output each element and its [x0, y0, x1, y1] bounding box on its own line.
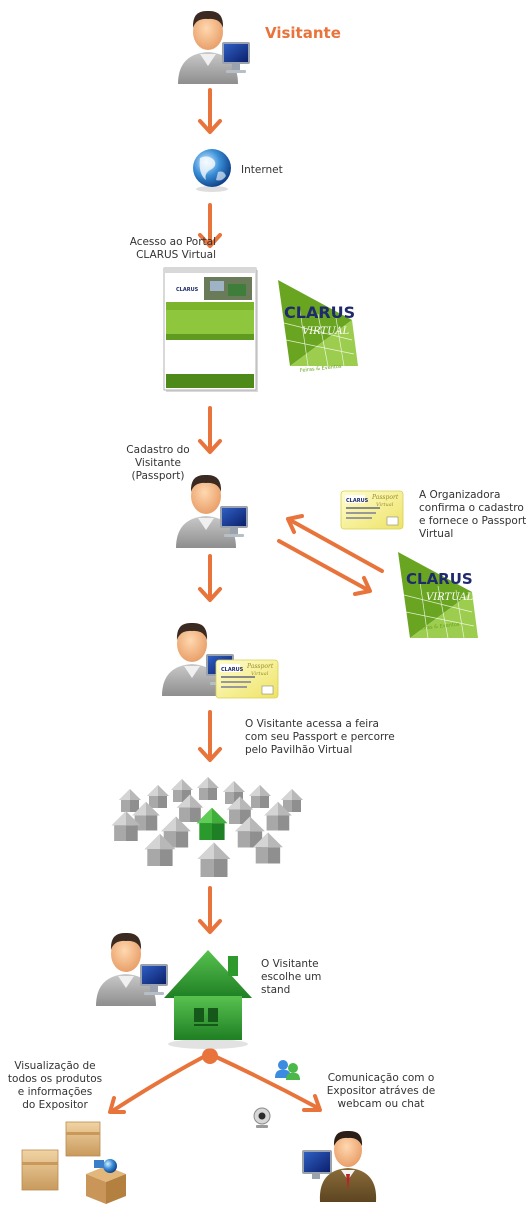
visualizacao-label: Visualização de todos os produtos e info…	[7, 1060, 103, 1111]
arrow-down-1	[198, 88, 222, 134]
globe-icon	[193, 149, 231, 192]
arrow-to-exhibitor	[210, 1053, 322, 1112]
card1-brand: CLARUS	[346, 498, 369, 504]
green-stand-icon	[164, 950, 252, 1049]
logo1-tagline: Feiras & Eventos	[300, 364, 343, 374]
card1-title: Passport	[371, 494, 399, 501]
site-brand: CLARUS	[176, 287, 199, 293]
arrow-down-5	[198, 710, 222, 762]
pavilion-houses	[111, 777, 303, 877]
chat-icon	[275, 1060, 300, 1080]
arrow-down-6	[198, 886, 222, 934]
logo2-line1: CLARUS	[406, 570, 473, 588]
acessa-label: O Visitante acessa a feira com seu Passp…	[245, 718, 395, 756]
cadastro-label: Cadastro do Visitante (Passport)	[126, 444, 190, 482]
exhibitor-icon	[302, 1130, 377, 1202]
logo1-line1: CLARUS	[284, 303, 355, 322]
organizadora-label: A Organizadora confirma o cadastro e for…	[419, 489, 527, 540]
open-box-icon	[86, 1159, 126, 1204]
product-boxes	[21, 1121, 126, 1204]
internet-label: Internet	[241, 164, 283, 176]
visitor-register-icon	[176, 474, 248, 548]
comunicacao-label: Comunicação com o Expositor atráves de w…	[326, 1072, 436, 1110]
split-node	[202, 1048, 218, 1064]
card2-brand: CLARUS	[221, 667, 244, 673]
portal-screenshot	[163, 267, 258, 392]
arrow-to-visitor	[286, 514, 384, 573]
escolhe-label: O Visitante escolhe um stand	[261, 958, 322, 996]
card2-title: Passport	[246, 663, 274, 670]
portal-label: Acesso ao Portal CLARUS Virtual	[129, 236, 216, 261]
webcam-icon	[253, 1107, 271, 1128]
logo2-tagline: Feiras & Eventos	[418, 622, 461, 632]
logo1-line2: VIRTUAL	[302, 326, 350, 337]
visitor-icon	[178, 10, 250, 84]
arrow-down-2	[198, 203, 222, 248]
clarus-logo-1	[277, 279, 359, 367]
arrow-to-products	[108, 1053, 209, 1114]
card2-sub: Virtual	[251, 671, 269, 677]
arrow-down-4	[198, 554, 222, 602]
arrow-down-3	[198, 406, 222, 454]
visitor-title: Visitante	[265, 24, 341, 42]
selected-stand-house	[196, 807, 228, 840]
arrow-to-organizer	[277, 539, 372, 596]
card1-sub: Virtual	[376, 502, 394, 508]
visitor-choose-icon	[96, 932, 168, 1006]
logo2-line2: VIRTUAL	[426, 592, 474, 603]
